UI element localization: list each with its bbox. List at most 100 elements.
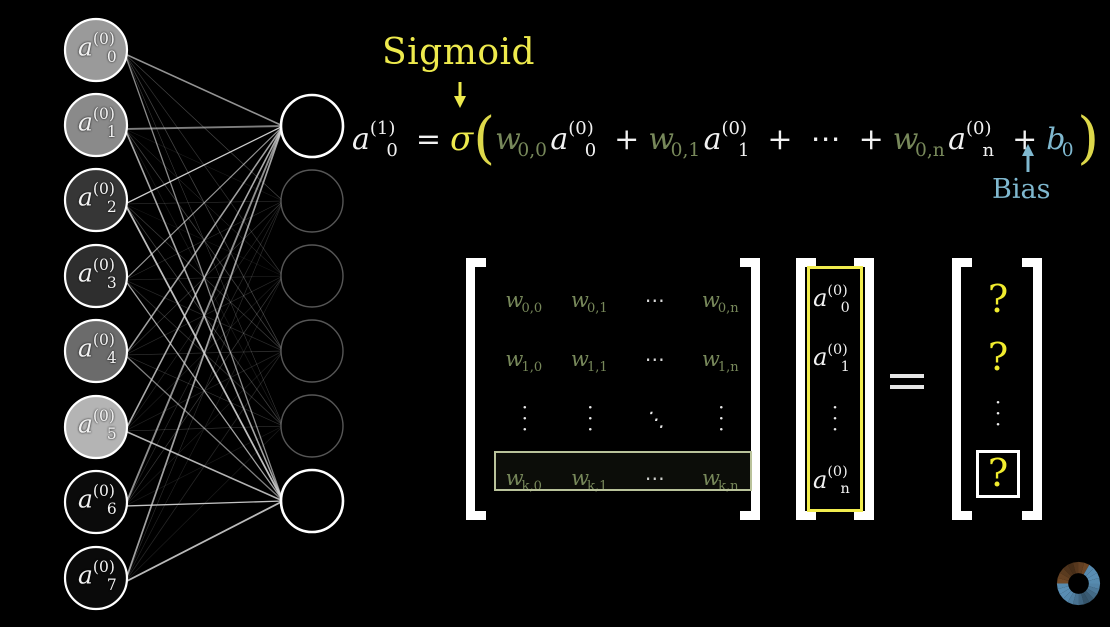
network-edge bbox=[124, 500, 284, 583]
logo-segment bbox=[1088, 583, 1101, 590]
weight-cell-0,0: w0,0 bbox=[505, 287, 543, 316]
formula-lhs: a(1)0 bbox=[352, 118, 398, 161]
network-edge bbox=[124, 200, 284, 583]
activation-formula: Sigmoid a(1)0 = σ ( w0,0 a(0)0 + w0,1 a(… bbox=[352, 22, 1099, 222]
result-vector-right-bracket bbox=[1022, 258, 1042, 520]
network-edge bbox=[124, 125, 284, 432]
input-neuron-2 bbox=[63, 167, 129, 233]
result-vector-entries: ?? ···? bbox=[968, 270, 1028, 508]
matrix-ddots: ⋱ bbox=[644, 406, 667, 431]
input-layer-neurons bbox=[63, 17, 129, 611]
network-edge bbox=[124, 350, 284, 432]
activation-term-0: a(0)0 bbox=[550, 118, 597, 161]
logo-segment bbox=[1085, 568, 1098, 579]
matrix-vdots: ··· bbox=[521, 395, 528, 442]
matrix-hdots: ⋯ bbox=[644, 466, 667, 491]
network-edge bbox=[124, 275, 284, 507]
result-entry-0: ? bbox=[987, 277, 1009, 322]
input-neuron-3 bbox=[63, 243, 129, 309]
weight-matrix-left-bracket bbox=[466, 258, 486, 520]
result-vector: ?? ···? bbox=[952, 258, 1044, 520]
bias-arrow-icon bbox=[1022, 144, 1034, 172]
input-neuron-1 bbox=[63, 92, 129, 158]
matrix-vdots: ··· bbox=[587, 395, 594, 442]
matrix-hdots: ⋯ bbox=[644, 347, 667, 372]
logo-segment bbox=[1059, 568, 1072, 579]
logo-segment bbox=[1085, 588, 1098, 599]
activation-vector-right-bracket bbox=[854, 258, 874, 520]
output-neuron-1 bbox=[280, 169, 344, 233]
network-edge bbox=[124, 125, 284, 205]
open-paren: ( bbox=[473, 106, 496, 172]
result-entry-1: ? bbox=[987, 335, 1009, 380]
weight-term-0: w0,0 bbox=[495, 121, 547, 161]
logo-segment bbox=[1083, 590, 1094, 603]
activation-vdots: ··· bbox=[831, 394, 839, 441]
logo-segment bbox=[1088, 577, 1101, 584]
matrix-hdots: ⋯ bbox=[644, 287, 667, 312]
activation-vector-highlight-box bbox=[807, 266, 863, 512]
output-neuron-3 bbox=[280, 319, 344, 383]
weight-term-1: w0,1 bbox=[648, 121, 701, 161]
bias-annotation-label: Bias bbox=[992, 174, 1051, 205]
result-vector-left-bracket bbox=[952, 258, 972, 520]
activation-vector-left-bracket bbox=[796, 258, 816, 520]
sigmoid-arrow-icon bbox=[454, 82, 466, 108]
logo-segment bbox=[1078, 593, 1085, 606]
network-edge bbox=[124, 125, 284, 281]
logo-segment bbox=[1083, 564, 1094, 577]
network-edge bbox=[124, 125, 284, 583]
network-edge bbox=[124, 125, 284, 507]
network-edge bbox=[124, 275, 284, 583]
weight-matrix-right-bracket bbox=[740, 258, 760, 520]
network-edges bbox=[124, 53, 284, 583]
activation-entry-0: a(0)0 bbox=[813, 282, 850, 317]
input-neuron-0 bbox=[63, 17, 129, 83]
sigma-symbol: σ bbox=[449, 119, 474, 159]
output-neuron-4 bbox=[280, 394, 344, 458]
logo-segment bbox=[1067, 592, 1076, 605]
close-paren: ) bbox=[1077, 106, 1100, 172]
logo-segment bbox=[1072, 593, 1079, 606]
output-layer-neurons bbox=[279, 93, 345, 534]
logo-segment bbox=[1063, 564, 1074, 577]
logo-segment bbox=[1057, 572, 1070, 581]
formula-ellipsis: ⋯ bbox=[810, 121, 841, 157]
result-vdots: ··· bbox=[994, 389, 1002, 436]
input-neuron-6 bbox=[63, 469, 129, 535]
sigmoid-annotation-label: Sigmoid bbox=[382, 32, 536, 73]
logo-segment bbox=[1056, 577, 1069, 584]
network-edge bbox=[124, 125, 284, 356]
result-entry-3: ? bbox=[975, 449, 1021, 498]
weight-cell-0,1: w0,1 bbox=[570, 287, 608, 316]
network-edge bbox=[124, 125, 284, 130]
activation-entry-1: a(0)1 bbox=[813, 341, 850, 375]
logo-segment bbox=[1057, 586, 1070, 595]
matrix-equals-sign bbox=[890, 374, 924, 391]
network-edge bbox=[124, 354, 284, 427]
input-neuron-4 bbox=[63, 318, 129, 384]
plus-2: + bbox=[767, 121, 793, 157]
plus-1: + bbox=[614, 121, 640, 157]
plus-4: + bbox=[1012, 121, 1038, 157]
network-edge bbox=[124, 354, 284, 502]
3blue1brown-logo bbox=[1056, 561, 1101, 606]
input-neuron-5 bbox=[63, 394, 129, 460]
logo-segment bbox=[1067, 562, 1076, 575]
input-neuron-7 bbox=[63, 545, 129, 611]
activation-term-n: a(0)n bbox=[948, 118, 995, 161]
logo-segment bbox=[1081, 562, 1090, 575]
bias-term: b0 bbox=[1046, 121, 1074, 161]
network-edge bbox=[124, 425, 284, 432]
output-neuron-5 bbox=[279, 468, 345, 534]
logo-segment bbox=[1072, 561, 1079, 574]
logo-segment bbox=[1056, 583, 1069, 590]
plus-3: + bbox=[858, 121, 884, 157]
weight-cell-1,1: w1,1 bbox=[570, 347, 608, 376]
formula-equals: = bbox=[415, 121, 441, 157]
logo-segment bbox=[1059, 588, 1072, 599]
